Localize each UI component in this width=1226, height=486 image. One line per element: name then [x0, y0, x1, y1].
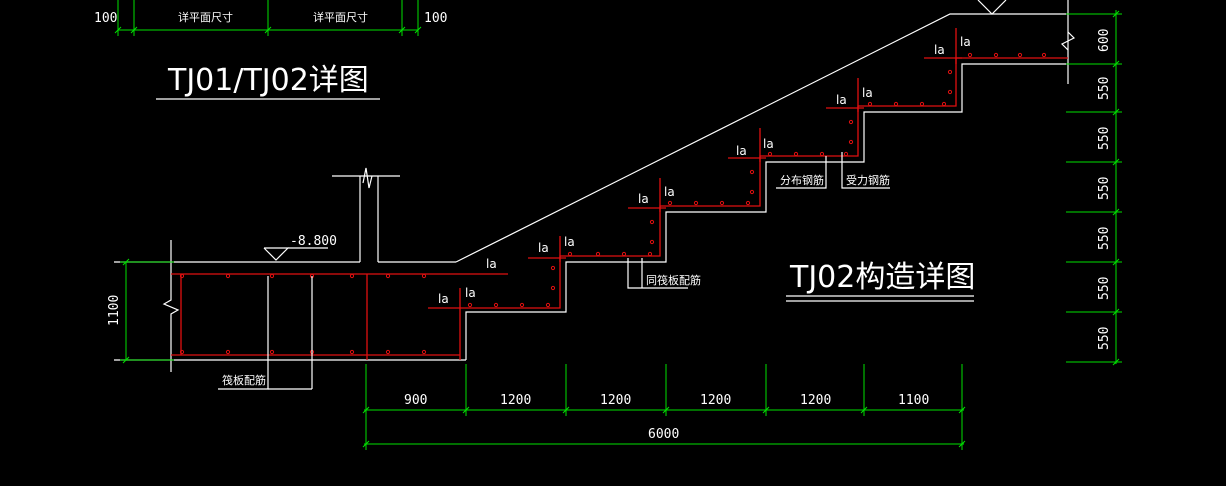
la-label: la [862, 86, 873, 100]
rebar-dots [179, 52, 1047, 355]
la-label: la [486, 257, 497, 271]
detail-title: TJ01/TJ02详图 [167, 63, 369, 98]
top-dim-plan-size-2: 详平面尺寸 [313, 10, 368, 24]
la-label: la [564, 235, 575, 249]
bottom-dim-1100: 1100 [898, 393, 929, 408]
note-stress-rebar: 受力钢筋 [846, 173, 890, 187]
leader-notes: 筏板配筋 同筏板配筋 分布钢筋 受力钢筋 [218, 152, 890, 390]
bottom-dim-total-6000: 6000 [648, 427, 679, 442]
la-label: la [763, 137, 774, 151]
anchor-labels: la la la la la la la la la la la la la [438, 35, 971, 306]
la-label: la [836, 93, 847, 107]
bottom-dim-1200: 1200 [700, 393, 731, 408]
top-dimension-strip: 100 详平面尺寸 详平面尺寸 100 [94, 0, 447, 36]
bottom-dim-900: 900 [404, 393, 427, 408]
right-dim-550: 550 [1097, 277, 1112, 300]
elevation-marker: -8.800 [263, 234, 337, 261]
top-dim-plan-size-1: 详平面尺寸 [178, 10, 233, 24]
bottom-dim-1200: 1200 [600, 393, 631, 408]
elevation-value: -8.800 [290, 234, 337, 249]
right-dim-550: 550 [1097, 327, 1112, 350]
left-dim-1100: 1100 [107, 295, 122, 326]
note-raft-rebar: 筏板配筋 [222, 373, 266, 387]
la-label: la [934, 43, 945, 57]
right-dim-550: 550 [1097, 227, 1112, 250]
concrete-outline [114, 0, 1076, 372]
rebar-lines [171, 28, 1068, 360]
right-dim-550: 550 [1097, 127, 1112, 150]
bottom-dim-1200: 1200 [500, 393, 531, 408]
right-dimension-chain: 600 550 550 550 550 550 550 [1066, 10, 1122, 366]
right-dim-550: 550 [1097, 177, 1112, 200]
top-dim-left-100: 100 [94, 11, 117, 26]
construction-title: TJ02构造详图 [789, 260, 975, 295]
la-label: la [538, 241, 549, 255]
note-same-raft-rebar: 同筏板配筋 [646, 273, 701, 287]
la-label: la [638, 192, 649, 206]
la-label: la [960, 35, 971, 49]
la-label: la [736, 144, 747, 158]
bottom-dim-1200: 1200 [800, 393, 831, 408]
bottom-dimension-chain: 900 1200 1200 1200 1200 1100 6000 [362, 364, 966, 450]
right-dim-600: 600 [1097, 29, 1112, 52]
la-label: la [664, 185, 675, 199]
top-dim-right-100: 100 [424, 11, 447, 26]
la-label: la [438, 292, 449, 306]
la-label: la [465, 286, 476, 300]
note-distribution-rebar: 分布钢筋 [780, 173, 824, 187]
left-dimension: 1100 [107, 258, 174, 364]
right-dim-550: 550 [1097, 77, 1112, 100]
